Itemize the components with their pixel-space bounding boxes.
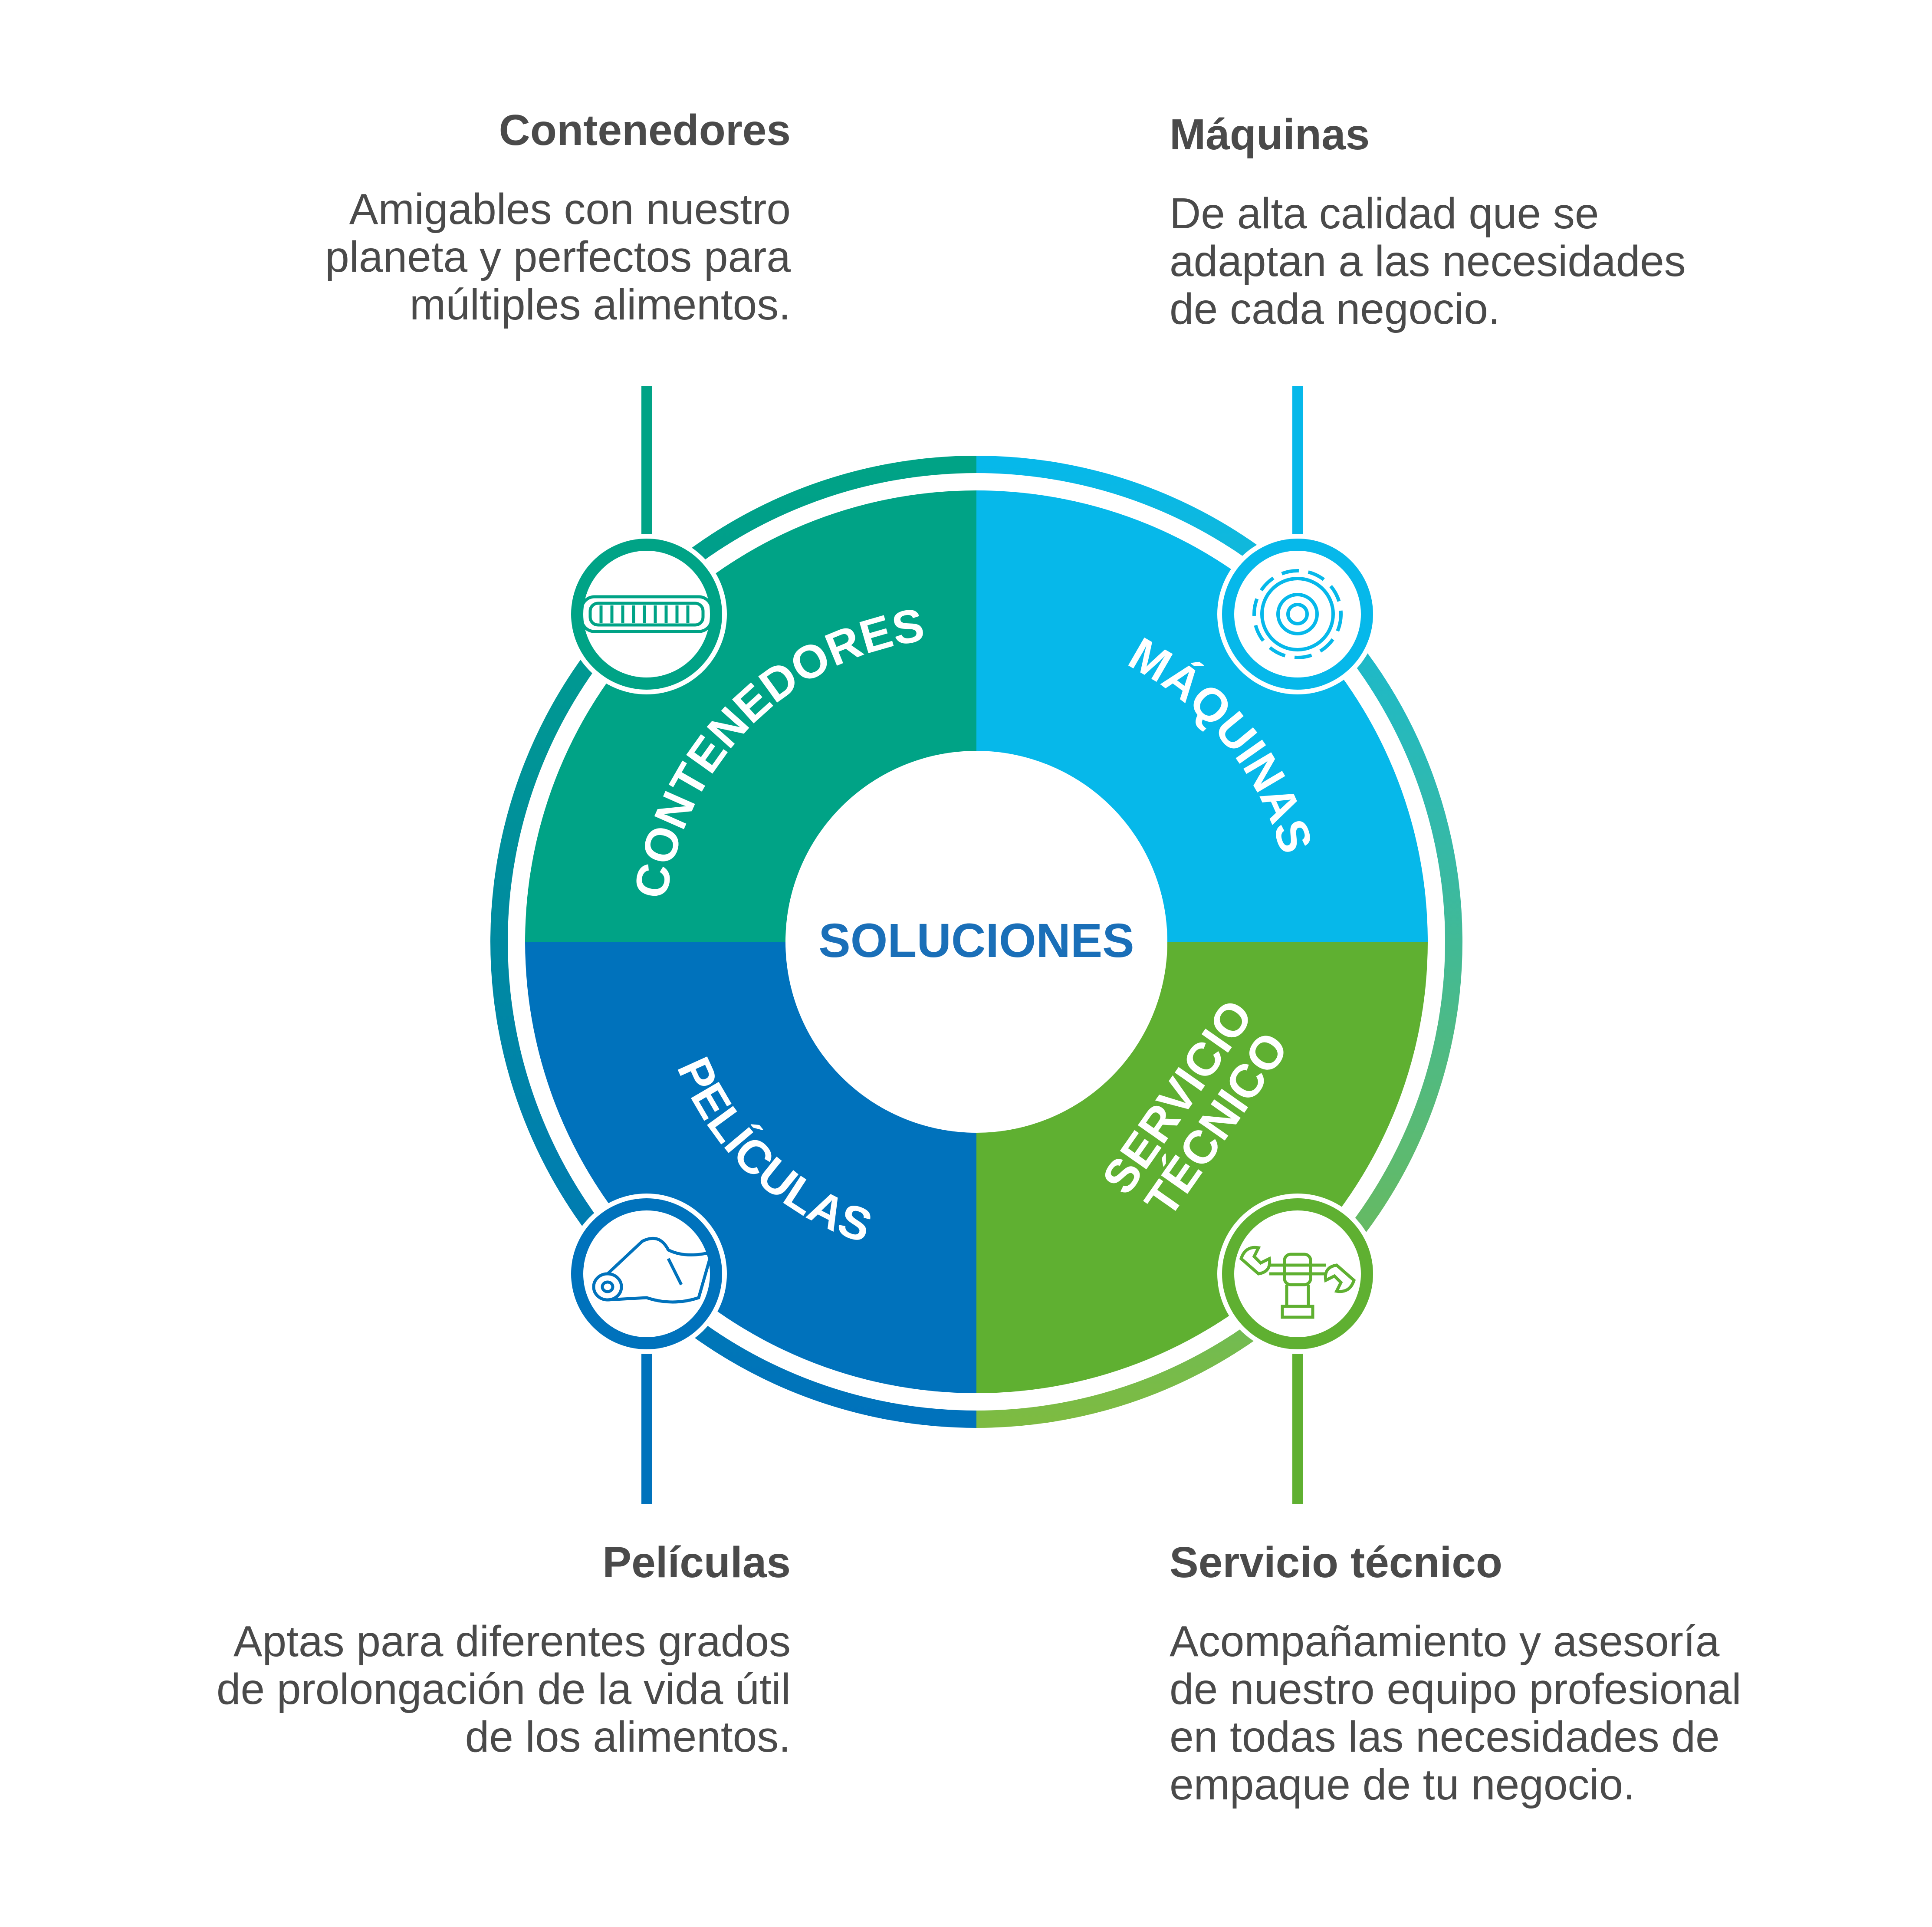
- maquinas-line-2: adaptan a las necesidades: [1170, 237, 1686, 286]
- center-circle: [785, 751, 1167, 1133]
- outer-ring-right: [976, 456, 1462, 1428]
- contenedores-title: Contenedores: [499, 106, 791, 155]
- servicio-line-4: empaque de tu negocio.: [1170, 1760, 1636, 1809]
- contenedores-line-1: Amigables con nuestro: [349, 185, 791, 233]
- peliculas-line-3: de los alimentos.: [465, 1713, 791, 1761]
- servicio-line-1: Acompañamiento y asesoría: [1170, 1617, 1720, 1666]
- contenedores-line-3: múltiples alimentos.: [409, 280, 791, 329]
- peliculas-title: Películas: [602, 1538, 791, 1587]
- peliculas-line-1: Aptas para diferentes grados: [233, 1617, 791, 1666]
- gear-icon: [1252, 569, 1343, 659]
- peliculas-description: Aptas para diferentes grados de prolonga…: [217, 1618, 791, 1761]
- peliculas-block: Películas Aptas para diferentes grados d…: [217, 1539, 791, 1761]
- contenedores-line-2: planeta y perfectos para: [325, 233, 791, 281]
- badge-peliculas[interactable]: [566, 1194, 727, 1354]
- badge-contenedores[interactable]: [566, 534, 727, 694]
- film-roll-icon: [592, 1236, 714, 1304]
- outer-ring-left: [490, 456, 977, 1428]
- servicio-title: Servicio técnico: [1170, 1538, 1502, 1587]
- peliculas-line-2: de prolongación de la vida útil: [216, 1665, 791, 1713]
- badge-servicio[interactable]: [1217, 1194, 1378, 1354]
- container-tray-icon: [580, 595, 713, 633]
- contenedores-description: Amigables con nuestro planeta y perfecto…: [325, 185, 791, 329]
- servicio-description: Acompañamiento y asesoría de nuestro equ…: [1170, 1618, 1741, 1809]
- maquinas-title: Máquinas: [1170, 110, 1370, 159]
- servicio-line-2: de nuestro equipo profesional: [1170, 1665, 1741, 1713]
- maquinas-line-1: De alta calidad que se: [1170, 189, 1599, 238]
- maquinas-block: Máquinas De alta calidad que se adaptan …: [1170, 111, 1686, 333]
- maquinas-description: De alta calidad que se adaptan a las nec…: [1170, 190, 1686, 333]
- servicio-line-3: en todas las necesidades de: [1170, 1713, 1720, 1761]
- center-label: SOLUCIONES: [818, 914, 1134, 967]
- servicio-block: Servicio técnico Acompañamiento y asesor…: [1170, 1539, 1741, 1809]
- contenedores-block: Contenedores Amigables con nuestro plane…: [325, 106, 791, 329]
- badge-maquinas[interactable]: [1217, 534, 1378, 694]
- wrench-hand-icon: [1239, 1246, 1356, 1319]
- maquinas-line-3: de cada negocio.: [1170, 285, 1500, 333]
